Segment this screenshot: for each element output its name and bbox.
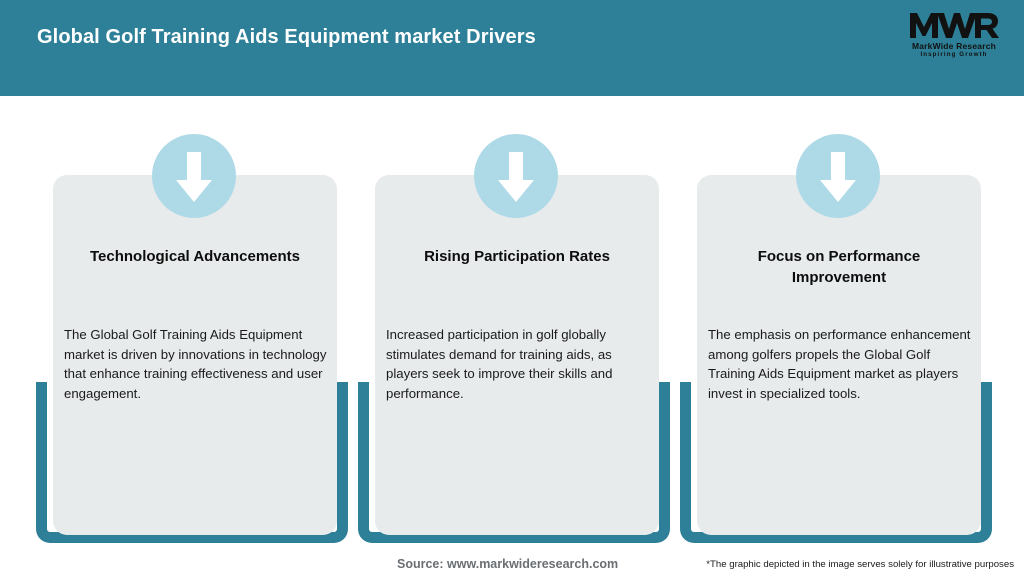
mwr-logo-icon xyxy=(910,13,999,38)
card-title: Technological Advancements xyxy=(89,248,301,265)
down-arrow-icon xyxy=(796,134,880,218)
card-title: Focus on Performance Improvement xyxy=(757,248,921,286)
driver-card: Focus on Performance Improvement The emp… xyxy=(680,130,998,544)
markwide-research-logo: MarkWide Research Inspiring Growth xyxy=(902,10,1006,68)
page-title: Global Golf Training Aids Equipment mark… xyxy=(37,26,536,48)
source-label: Source: www.markwideresearch.com xyxy=(397,557,619,571)
logo-company-name: MarkWide Research xyxy=(911,41,997,51)
card-body-text: The emphasis on performance enhancement … xyxy=(708,327,971,401)
down-arrow-icon xyxy=(152,134,236,218)
driver-cards-container: Technological Advancements The Global Go… xyxy=(0,130,1024,550)
card-panel xyxy=(375,175,659,535)
driver-card: Technological Advancements The Global Go… xyxy=(36,130,354,544)
card-body-text: The Global Golf Training Aids Equipment … xyxy=(64,327,327,401)
card-panel xyxy=(697,175,981,535)
card-body-text: Increased participation in golf globally… xyxy=(386,327,613,401)
card-teal-frame xyxy=(358,382,670,543)
card-title: Rising Participation Rates xyxy=(424,248,610,265)
logo-tagline: Inspiring Growth xyxy=(920,51,988,58)
down-arrow-icon xyxy=(474,134,558,218)
card-teal-frame xyxy=(36,382,348,543)
card-panel xyxy=(53,175,337,535)
disclaimer-note: *The graphic depicted in the image serve… xyxy=(706,559,1014,570)
page-header: Global Golf Training Aids Equipment mark… xyxy=(0,0,1024,96)
driver-card: Rising Participation Rates Increased par… xyxy=(358,130,676,544)
card-teal-frame xyxy=(680,382,992,543)
